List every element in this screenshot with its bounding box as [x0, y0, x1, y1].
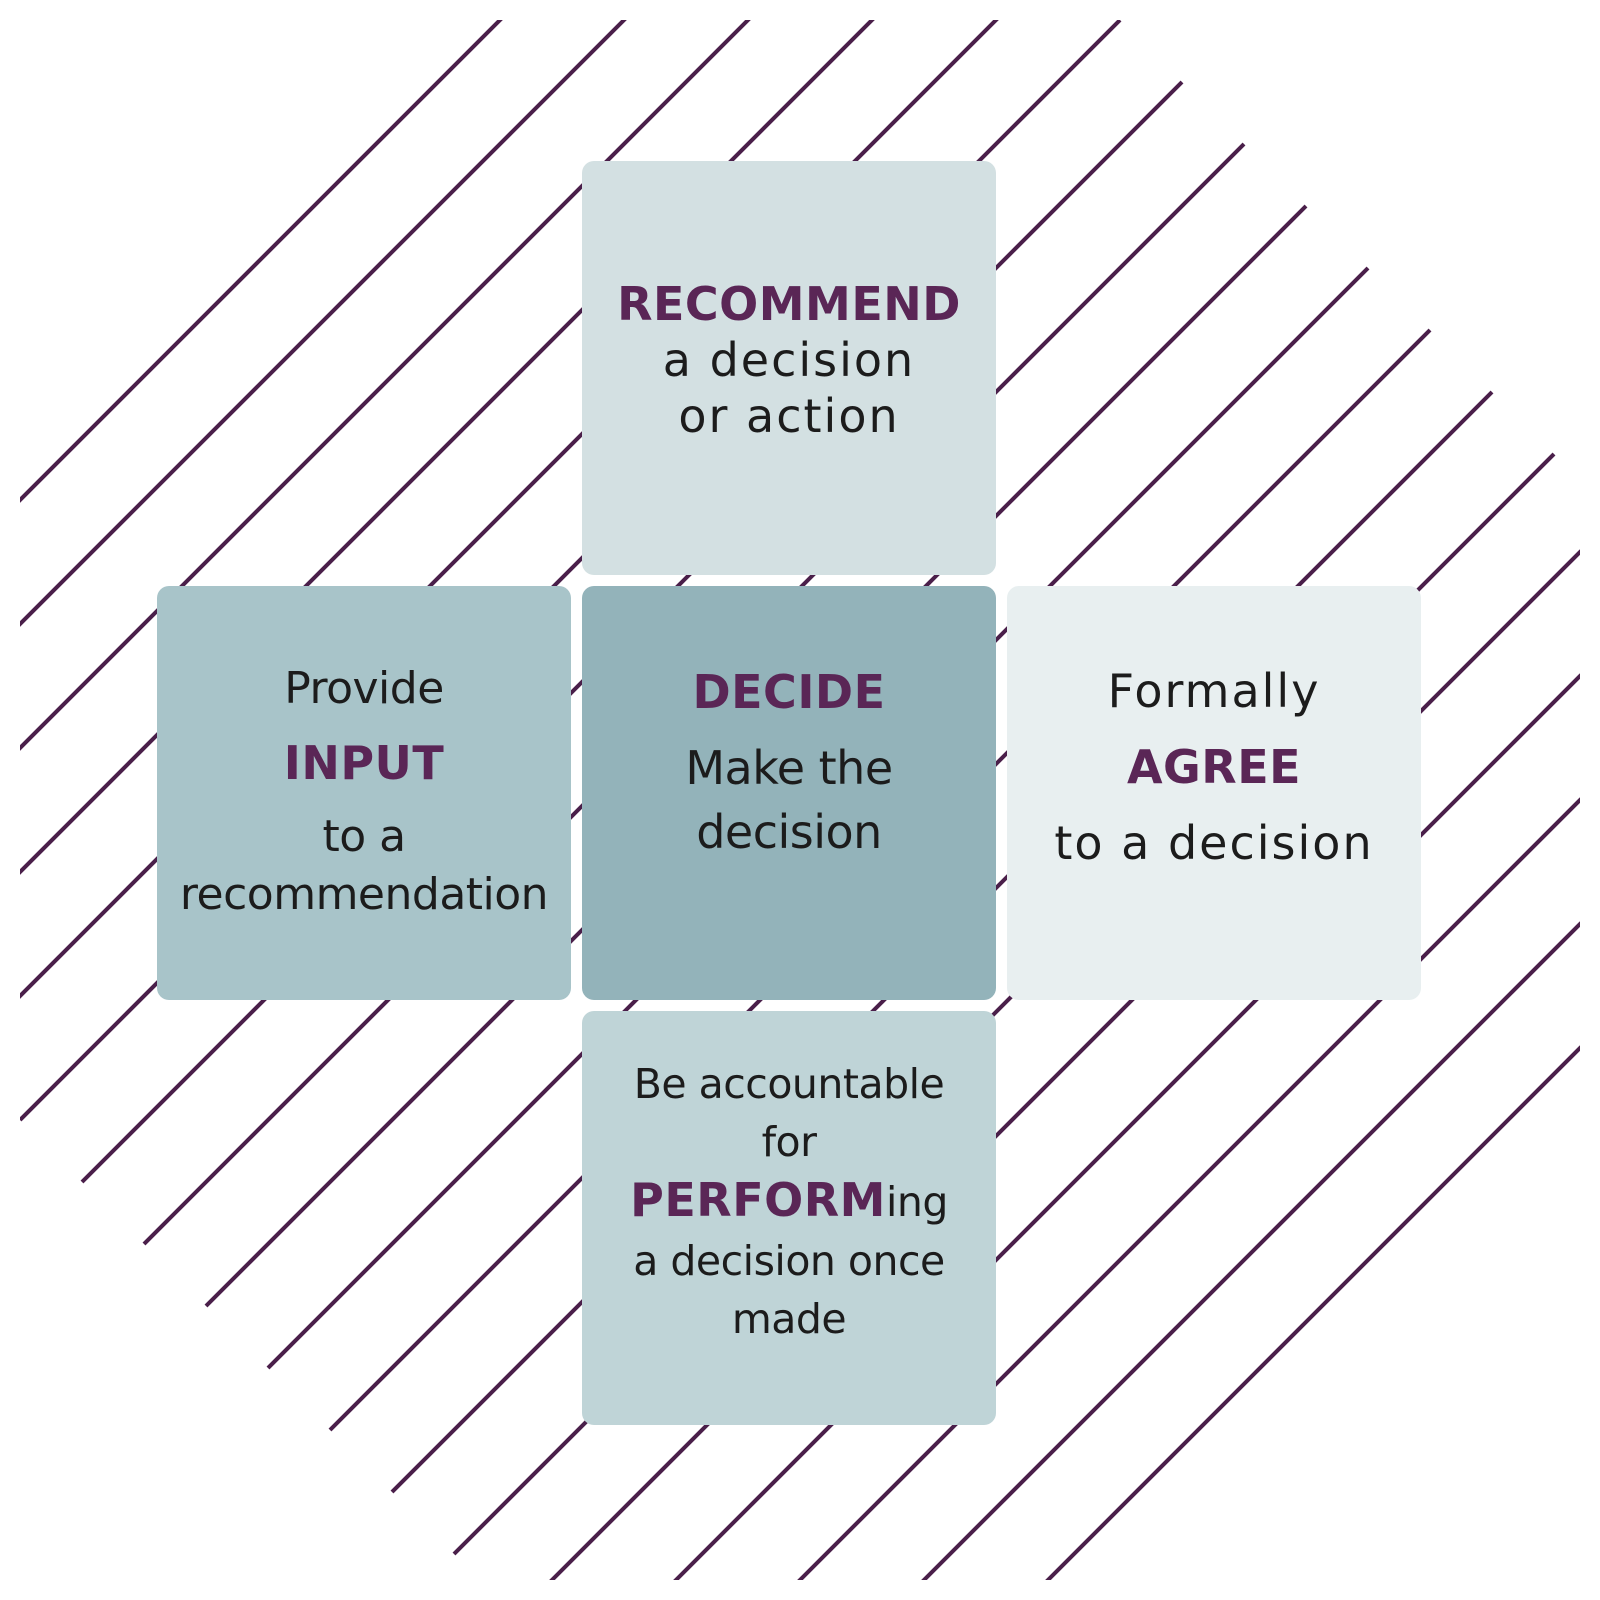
input-pre: Provide: [284, 663, 444, 714]
perform-box: Be accountable for PERFORMing a decision…: [582, 1011, 996, 1425]
decide-line-1: Make the: [685, 741, 893, 795]
perform-line-3: a decision once: [633, 1237, 945, 1285]
input-keyword: INPUT: [283, 736, 445, 790]
recommend-keyword: RECOMMEND: [617, 277, 961, 331]
agree-line-1: to a decision: [1054, 816, 1374, 870]
agree-pre: Formally: [1107, 664, 1321, 718]
agree-keyword: AGREE: [1126, 740, 1302, 794]
input-box: Provide INPUT to a recommendation: [157, 586, 571, 1000]
input-line-2: recommendation: [179, 869, 549, 920]
stripe-line: [20, 20, 770, 1580]
perform-line-1: Be accountable: [633, 1060, 945, 1108]
stripe-line: [902, 20, 1580, 1580]
perform-line-4: made: [731, 1295, 847, 1343]
recommend-line-1: a decision: [662, 333, 916, 387]
perform-suffix: ing: [885, 1178, 948, 1226]
stripe-line: [20, 20, 646, 1580]
perform-keyword: PERFORM: [630, 1173, 886, 1227]
decide-box: DECIDE Make the decision: [582, 586, 996, 1000]
stripe-line: [778, 20, 1580, 1580]
stripe-line: [1026, 20, 1580, 1580]
recommend-line-2: or action: [678, 389, 900, 443]
recommend-box: RECOMMEND a decision or action: [582, 161, 996, 575]
agree-box: Formally AGREE to a decision: [1007, 586, 1421, 1000]
input-line-1: to a: [322, 811, 406, 862]
perform-keyword-row: PERFORMing: [630, 1171, 948, 1232]
decide-keyword: DECIDE: [692, 665, 886, 719]
stripe-line: [20, 20, 522, 1580]
decide-line-2: decision: [696, 805, 882, 859]
perform-line-2: for: [761, 1118, 817, 1166]
